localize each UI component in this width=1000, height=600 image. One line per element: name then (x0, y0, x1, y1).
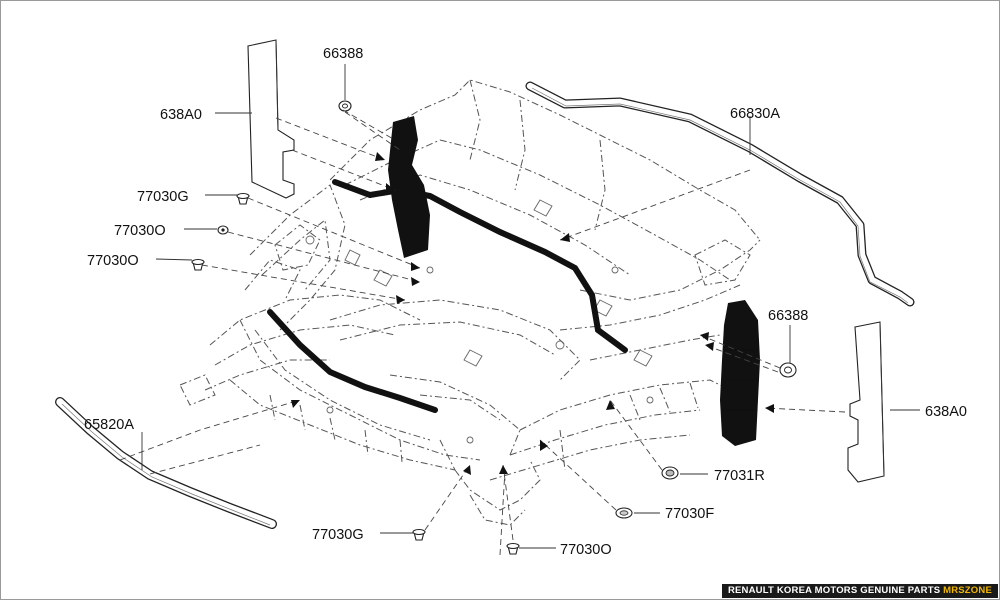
label-seal-cowl: 66830A (730, 106, 780, 122)
grommet-top-part (338, 100, 352, 112)
clip-o-b-part (191, 258, 205, 271)
footer-brand: MRSZONE (943, 585, 992, 596)
insulator-right-part (720, 300, 760, 446)
clip-f-part (615, 507, 633, 519)
clip-g-bottom-part (412, 528, 426, 541)
leader-lines (141, 64, 920, 549)
label-clip-g-bottom: 77030G (312, 527, 364, 543)
hood-seal-front (267, 309, 438, 413)
part-labels: 638A0 66388 66830A 77030G 77030O 77030O … (84, 46, 967, 558)
clip-o-bottom-part (506, 542, 520, 555)
footer-text: RENAULT KOREA MOTORS GENUINE PARTS (727, 585, 941, 596)
label-clip-o-bottom: 77030O (560, 542, 612, 558)
placement-lines (119, 109, 846, 556)
label-grommet-top: 66388 (323, 46, 363, 62)
label-clip-f: 77030F (665, 506, 714, 522)
label-grommet-right: 66388 (768, 308, 808, 324)
pad-left-part (247, 39, 295, 199)
seal-cowl-part (525, 81, 915, 307)
pad-right-part (847, 321, 885, 483)
label-pad-right: 638A0 (925, 404, 967, 420)
insulator-left-part (388, 116, 430, 258)
label-clip-o-b: 77030O (87, 253, 139, 269)
clip-g-left-part (236, 192, 250, 205)
label-clip-g-left: 77030G (137, 189, 189, 205)
seal-front-part (55, 397, 277, 529)
grommet-right-part (779, 362, 797, 378)
label-clip-r: 77031R (714, 468, 765, 484)
clip-r-part (661, 466, 679, 480)
clip-o-a-part (217, 225, 229, 235)
hood-seal-upper (332, 179, 628, 353)
label-clip-o-a: 77030O (114, 223, 166, 239)
label-pad-left: 638A0 (160, 107, 202, 123)
label-seal-front: 65820A (84, 417, 134, 433)
footer-watermark: RENAULT KOREA MOTORS GENUINE PARTS MRSZO… (721, 584, 998, 598)
arrow-heads (291, 152, 774, 475)
